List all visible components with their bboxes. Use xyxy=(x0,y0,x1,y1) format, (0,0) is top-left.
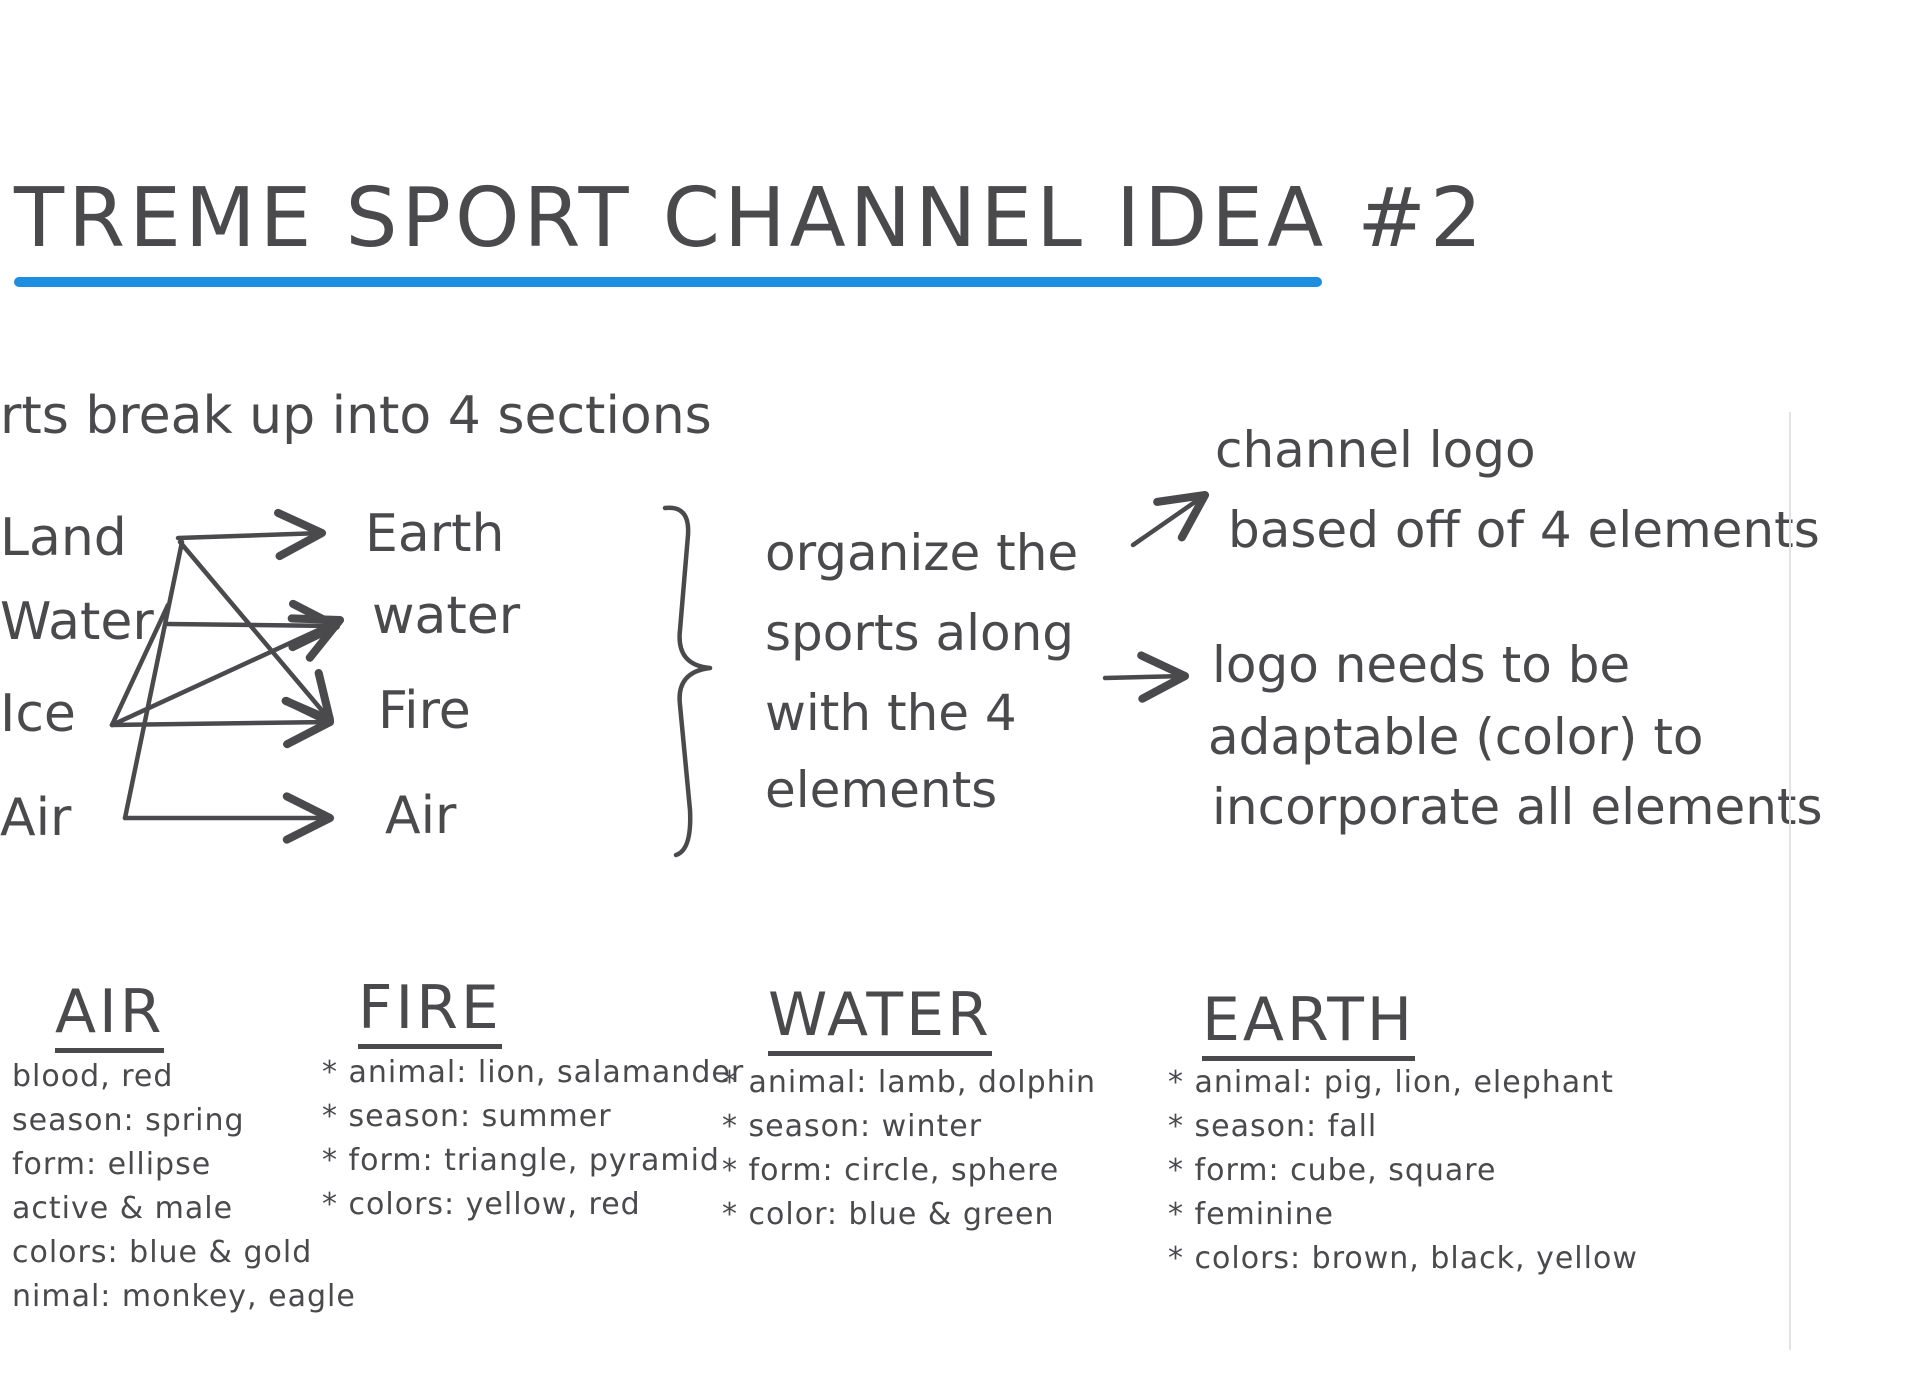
right-item-water: water xyxy=(372,586,521,646)
section-heading-earth: EARTH xyxy=(1202,990,1416,1061)
section-list-earth: * animal: pig, lion, elephant * season: … xyxy=(1168,1068,1638,1288)
list-item: blood, red xyxy=(12,1059,174,1094)
list-item: * season: winter xyxy=(722,1109,983,1144)
organize-line-4: elements xyxy=(765,761,998,819)
list-item: * feminine xyxy=(1168,1197,1334,1232)
list-item: colors: blue & gold xyxy=(12,1235,313,1270)
left-item-land: Land xyxy=(0,508,127,568)
organize-line-2: sports along xyxy=(765,604,1075,662)
section-heading-water: WATER xyxy=(768,985,992,1056)
subtitle: rts break up into 4 sections xyxy=(0,386,712,446)
logo-needs-line-3: incorporate all elements xyxy=(1212,778,1823,836)
list-item: * colors: brown, black, yellow xyxy=(1168,1241,1638,1276)
title-underline xyxy=(14,277,1322,287)
channel-logo-line-2: based off of 4 elements xyxy=(1228,501,1820,559)
section-list-fire: * animal: lion, salamander * season: sum… xyxy=(322,1058,744,1234)
page-title: TREME SPORT CHANNEL IDEA #2 xyxy=(14,171,1487,266)
right-item-earth: Earth xyxy=(365,504,505,564)
right-item-air: Air xyxy=(385,786,457,846)
list-item: * form: cube, square xyxy=(1168,1153,1497,1188)
left-item-air: Air xyxy=(0,788,72,848)
list-item: * color: blue & green xyxy=(722,1197,1055,1232)
logo-needs-line-1: logo needs to be xyxy=(1212,636,1631,694)
arrow-ice-fire xyxy=(109,696,335,749)
list-item: * season: summer xyxy=(322,1099,612,1134)
list-item: * form: triangle, pyramid xyxy=(322,1143,720,1178)
list-item: * form: circle, sphere xyxy=(722,1153,1060,1188)
list-item: * season: fall xyxy=(1168,1109,1378,1144)
section-heading-air: AIR xyxy=(55,982,165,1053)
left-item-water: Water xyxy=(0,592,154,652)
arrow-to-logo-needs xyxy=(1102,651,1190,703)
left-item-ice: Ice xyxy=(0,684,76,744)
section-list-water: * animal: lamb, dolphin * season: winter… xyxy=(722,1068,1096,1244)
right-item-fire: Fire xyxy=(378,681,471,741)
arrow-land-earth xyxy=(175,508,327,561)
list-item: * animal: lion, salamander xyxy=(322,1055,745,1090)
organize-line-1: organize the xyxy=(765,524,1079,582)
arrow-to-channel-logo xyxy=(1130,490,1210,548)
arrow-land-fire xyxy=(177,539,335,725)
list-item: * colors: yellow, red xyxy=(322,1187,641,1222)
channel-logo-line-1: channel logo xyxy=(1215,421,1536,479)
line-land-down xyxy=(122,539,185,821)
section-list-air: blood, red season: spring form: ellipse … xyxy=(12,1062,356,1326)
arrow-water-water xyxy=(165,599,341,652)
organize-line-3: with the 4 xyxy=(765,684,1017,742)
list-item: * animal: lamb, dolphin xyxy=(722,1065,1097,1100)
logo-needs-line-2: adaptable (color) to xyxy=(1208,708,1704,766)
list-item: season: spring xyxy=(12,1103,245,1138)
section-heading-fire: FIRE xyxy=(358,978,502,1049)
list-item: form: ellipse xyxy=(12,1147,212,1182)
list-item: nimal: monkey, eagle xyxy=(12,1279,356,1314)
list-item: active & male xyxy=(12,1191,234,1226)
list-item: * animal: pig, lion, elephant xyxy=(1168,1065,1614,1100)
curly-brace xyxy=(662,505,713,858)
